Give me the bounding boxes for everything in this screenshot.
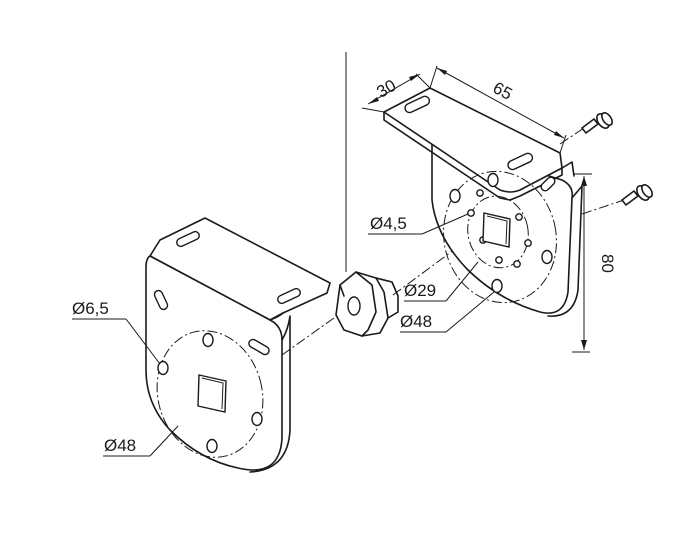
screw-1	[559, 112, 613, 145]
leader-right-hole: Ø4,5	[368, 213, 469, 235]
left-plate-slot-1	[153, 289, 169, 311]
adapter-bore	[347, 296, 361, 316]
dimension-65-label: 65	[490, 78, 516, 104]
label-right-inner-circle: Ø29	[404, 281, 436, 300]
right-inner-hole-4	[524, 239, 532, 247]
right-outer-hole-2	[487, 172, 499, 188]
right-flange-slot-2	[507, 152, 534, 171]
leader-left-circle: Ø48	[103, 425, 179, 457]
left-hole-2	[202, 332, 214, 348]
screw-2	[581, 184, 653, 215]
right-outer-hole-1	[449, 188, 461, 204]
left-square-hole	[197, 374, 227, 413]
left-bracket	[145, 217, 331, 473]
dimension-80: 80	[572, 173, 617, 353]
right-inner-hole-2	[476, 189, 484, 197]
label-left-circle-diameter: Ø48	[104, 436, 136, 455]
leader-right-outer: Ø48	[400, 291, 495, 333]
left-flange-slot-2	[277, 287, 301, 305]
left-bolt-circle	[156, 330, 264, 458]
leader-left-hole: Ø6,5	[72, 299, 161, 365]
label-right-outer-circle: Ø48	[400, 312, 432, 331]
right-square-hole	[482, 212, 511, 248]
right-inner-hole-1	[467, 209, 475, 217]
right-bracket	[383, 87, 583, 317]
label-left-hole-diameter: Ø6,5	[72, 299, 109, 318]
square-adapter	[335, 271, 399, 337]
left-plate-slot-2	[248, 338, 270, 356]
left-hole-4	[206, 438, 218, 454]
left-hole-1	[157, 360, 169, 376]
dimension-80-label: 80	[598, 254, 617, 273]
leader-right-inner: Ø29	[404, 261, 479, 302]
right-flange-slot-1	[404, 95, 431, 114]
right-inner-hole-5	[495, 256, 503, 264]
right-inner-hole-6	[513, 260, 521, 268]
left-centerline	[281, 317, 335, 356]
label-right-hole-diameter: Ø4,5	[370, 214, 407, 233]
right-outer-hole-4	[491, 278, 503, 294]
right-outer-bolt-circle	[443, 170, 557, 304]
right-inner-bolt-circle	[467, 195, 529, 269]
right-outer-hole-3	[541, 249, 553, 265]
left-hole-3	[251, 411, 263, 427]
right-plate-slot-1	[540, 176, 556, 192]
left-flange-slot-1	[176, 230, 200, 248]
right-inner-hole-3	[515, 213, 523, 221]
